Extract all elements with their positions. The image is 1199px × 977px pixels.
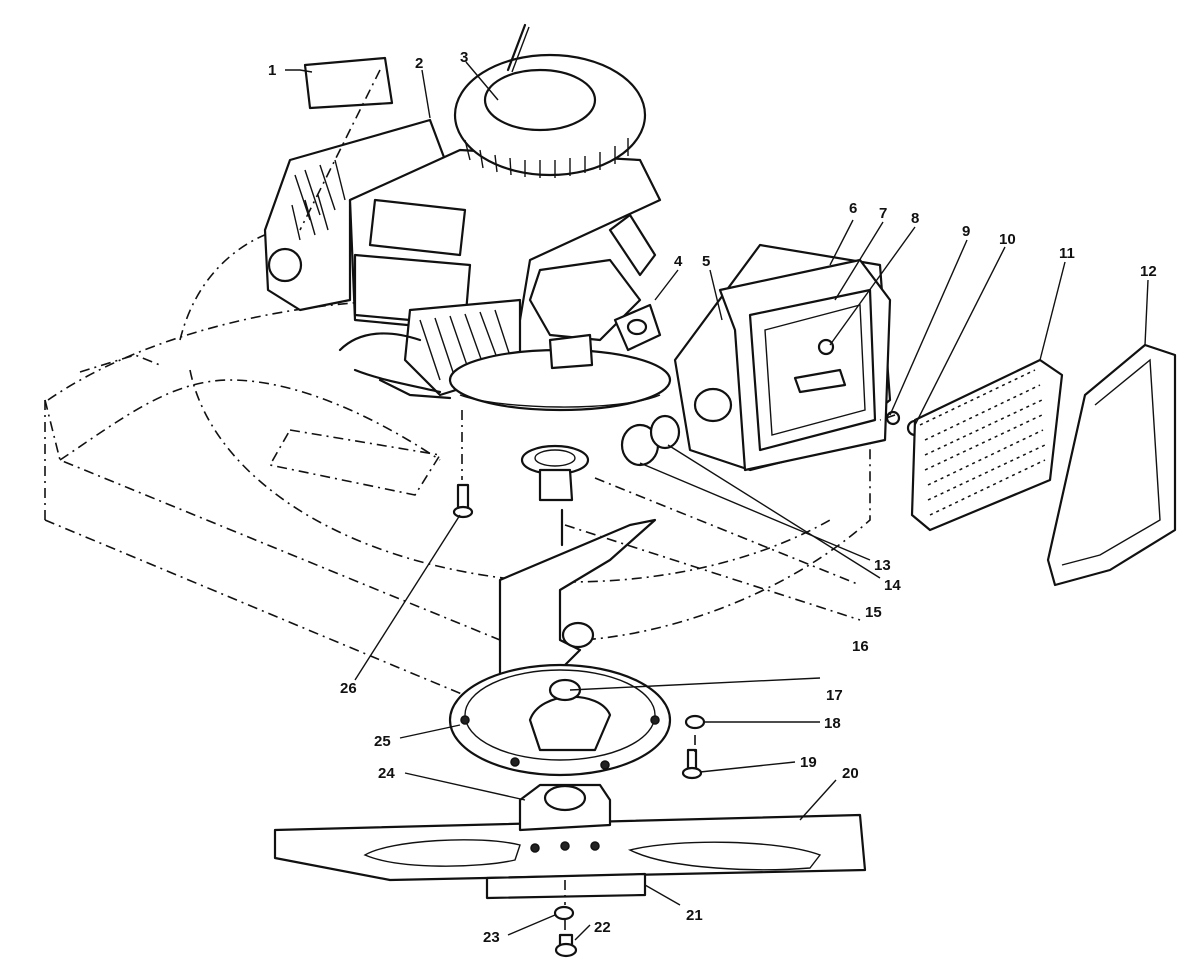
callout-16: 16	[852, 638, 869, 655]
decal-label	[303, 56, 394, 110]
callout-11: 11	[1059, 245, 1075, 262]
callout-23: 23	[483, 929, 500, 946]
adapter-plate	[448, 663, 672, 777]
bushing	[520, 444, 590, 502]
callout-9: 9	[962, 223, 970, 240]
blade-assembly	[273, 783, 867, 900]
leader-lines	[285, 61, 1149, 941]
callout-20: 20	[842, 765, 859, 782]
callout-26: 26	[340, 680, 357, 697]
callout-8: 8	[911, 210, 919, 227]
callout-labels: 1 2 3 4 5 6 7 8 9 10 11 12 13 14 15 16 1…	[268, 49, 1157, 946]
primer-bulb	[620, 414, 681, 467]
callout-6: 6	[849, 200, 857, 217]
callout-3: 3	[460, 49, 468, 66]
callout-2: 2	[415, 55, 423, 72]
decal-window	[368, 198, 467, 257]
hardware	[452, 483, 706, 958]
callout-5: 5	[702, 253, 710, 270]
callout-7: 7	[879, 205, 887, 222]
blade-stiffener	[485, 872, 647, 900]
callout-19: 19	[800, 754, 817, 771]
callout-14: 14	[884, 577, 901, 594]
callout-13: 13	[874, 557, 891, 574]
callout-4: 4	[674, 253, 683, 270]
callout-25: 25	[374, 733, 391, 750]
callout-15: 15	[865, 604, 882, 621]
callout-17: 17	[826, 687, 843, 704]
callout-12: 12	[1140, 263, 1157, 280]
air-cleaner-body	[673, 243, 924, 472]
air-cleaner-cover	[1046, 343, 1177, 587]
callout-10: 10	[999, 231, 1016, 248]
callout-1: 1	[268, 62, 276, 79]
engine-assembly	[263, 23, 672, 412]
assembly-lines	[299, 69, 896, 932]
callout-18: 18	[824, 715, 841, 732]
callout-24: 24	[378, 765, 395, 782]
callout-22: 22	[594, 919, 611, 936]
callout-21: 21	[686, 907, 703, 924]
